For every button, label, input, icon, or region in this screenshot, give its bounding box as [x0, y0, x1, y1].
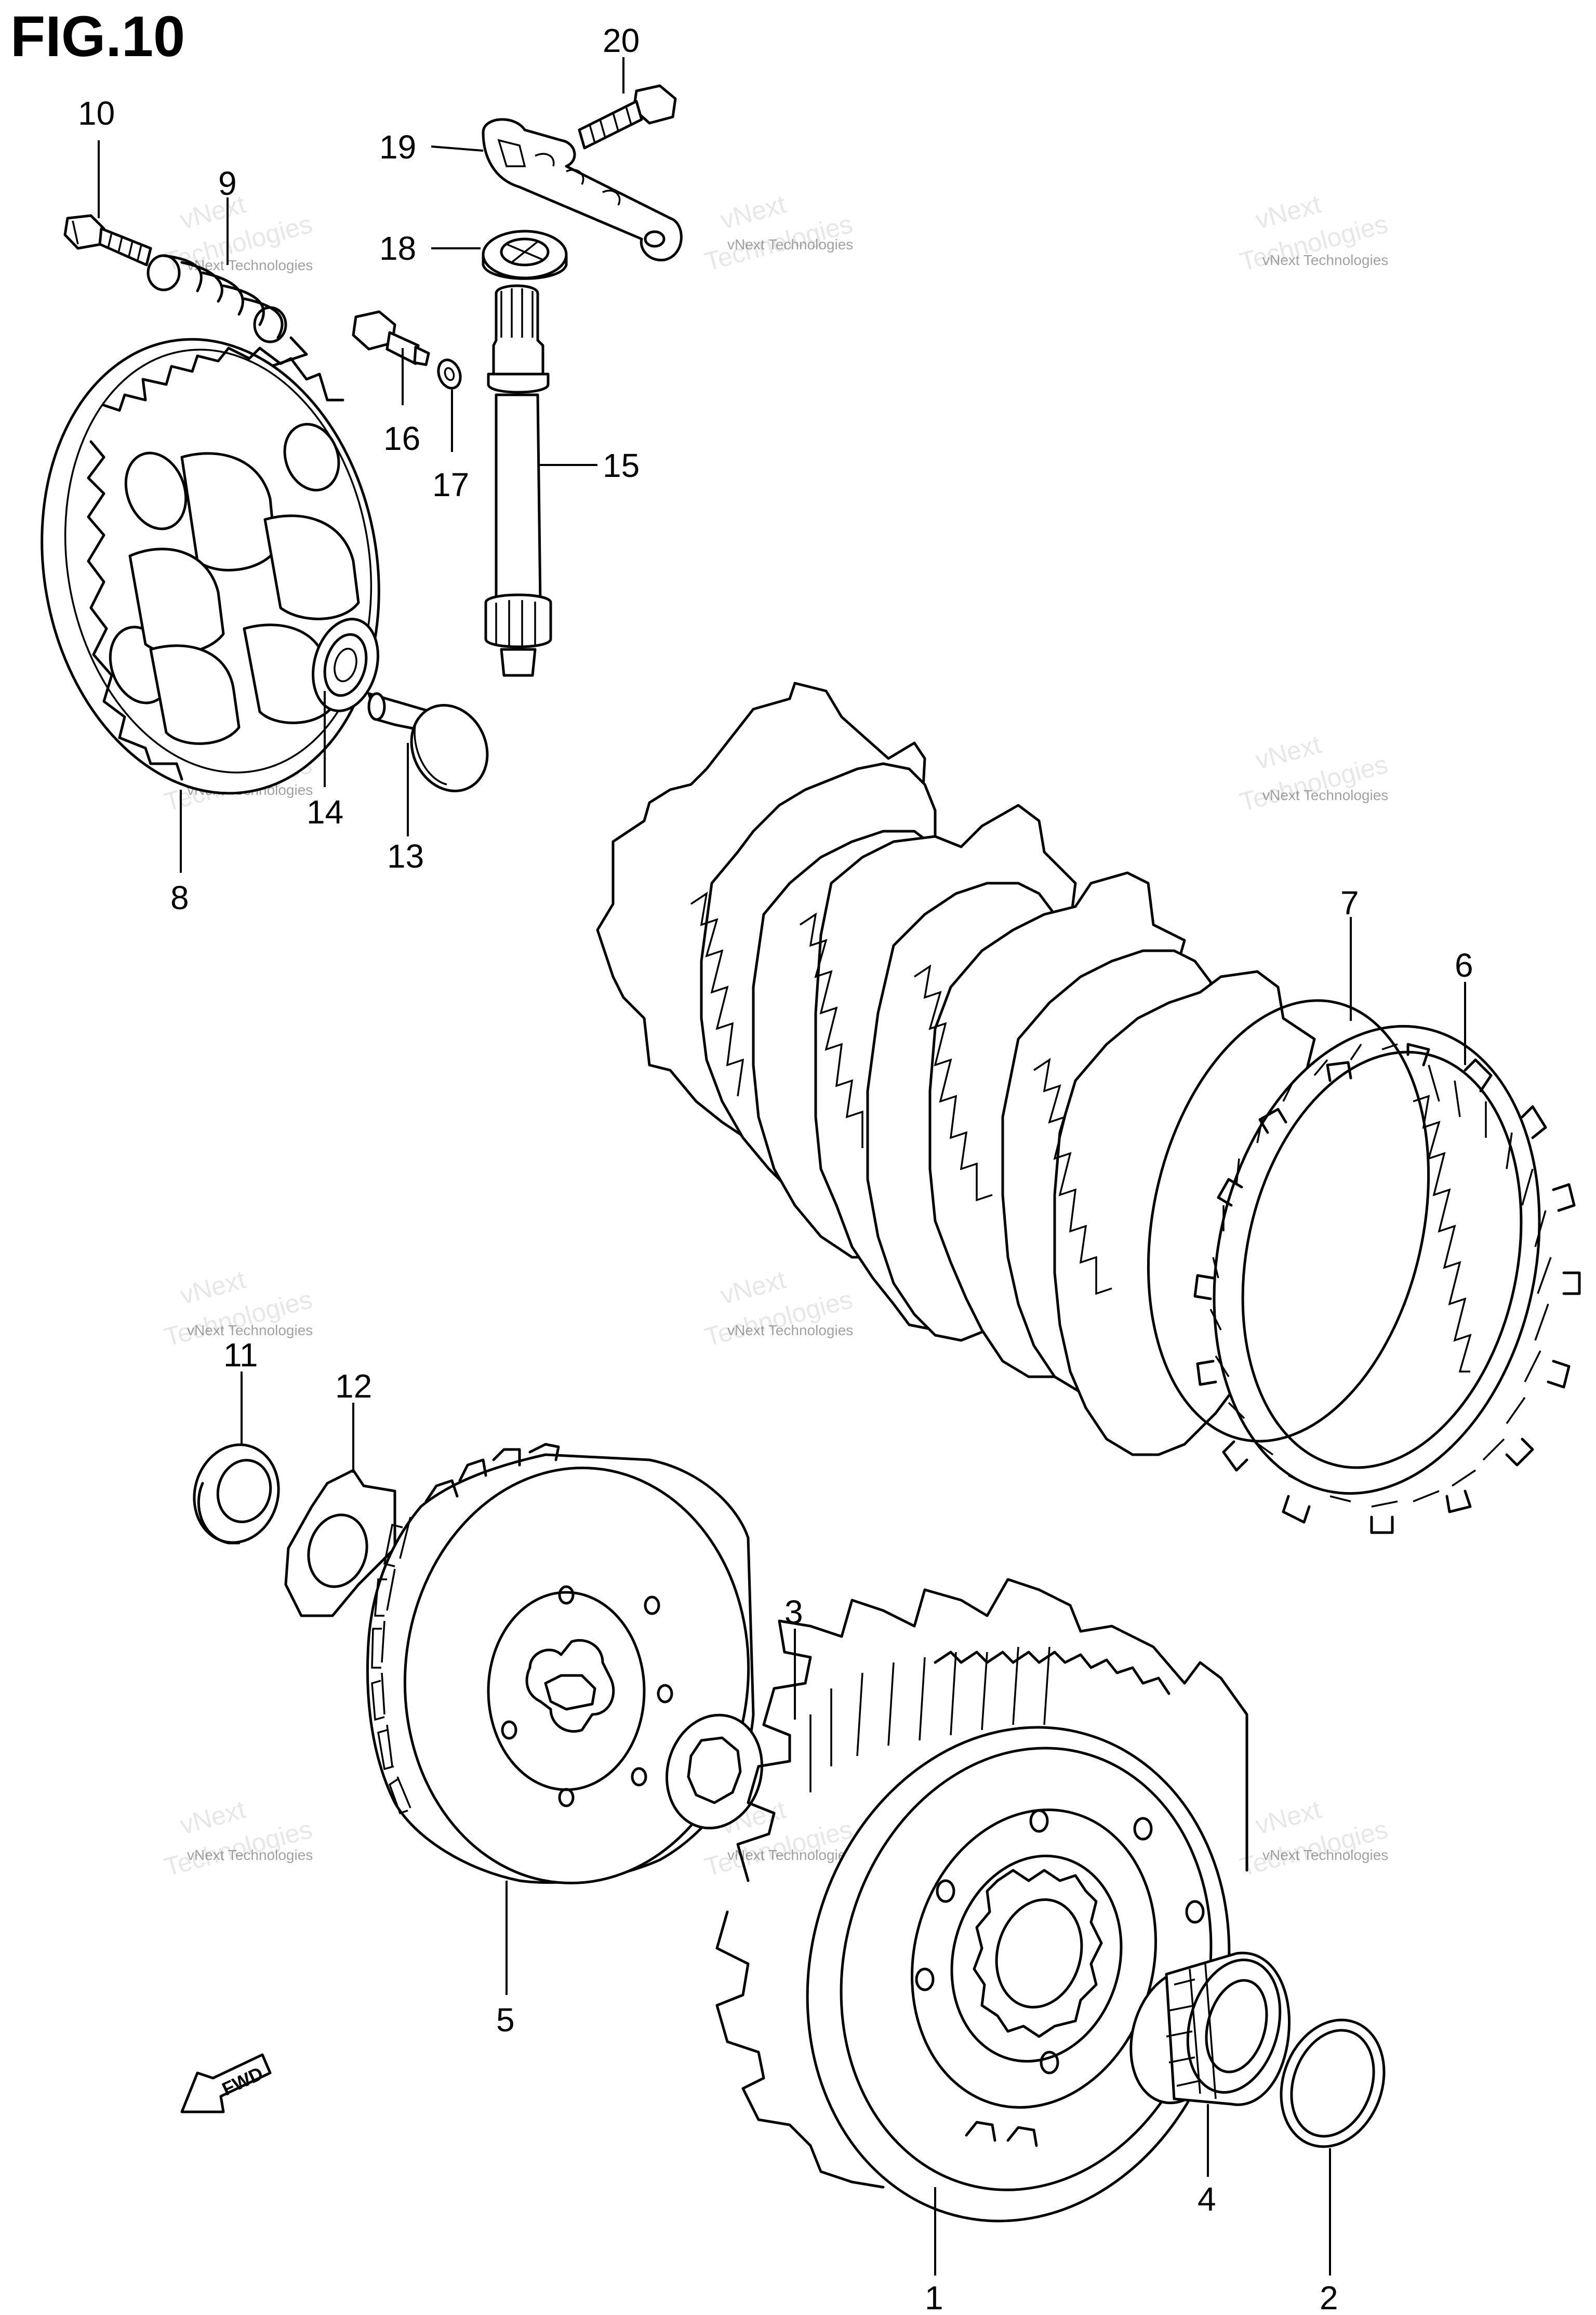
callout-2: 2	[1320, 2279, 1338, 2315]
watermark-text: vNext Technologies	[187, 1322, 313, 1338]
callout-12: 12	[335, 1367, 372, 1405]
callout-numbers: 20 19 18 15 16 17 10 9 14 13 8 7 6 11 12…	[78, 22, 1473, 2315]
part-release-arm	[482, 118, 683, 262]
forward-direction-arrow: FWD	[180, 2053, 272, 2113]
callout-11: 11	[223, 1336, 258, 1374]
watermark-text: vNext Technologies	[187, 1847, 313, 1863]
callout-15: 15	[603, 447, 640, 484]
watermark-text: vNext Technologies	[727, 1322, 853, 1338]
callout-7: 7	[1340, 884, 1359, 922]
callout-16: 16	[383, 420, 420, 457]
callout-4: 4	[1198, 2180, 1216, 2218]
part-release-shaft	[484, 284, 552, 677]
leader-lines	[98, 57, 1466, 2276]
watermark-text: vNext Technologies	[1262, 1847, 1388, 1863]
part-plate-stack	[596, 682, 1581, 1534]
watermark-text: vNext Technologies	[1262, 787, 1388, 803]
part-push-piece	[367, 692, 489, 793]
callout-20: 20	[603, 22, 640, 59]
callout-6: 6	[1455, 947, 1473, 984]
watermark-text: vNext Technologies	[1262, 252, 1388, 268]
callout-14: 14	[307, 793, 343, 831]
callout-5: 5	[496, 2001, 515, 2039]
part-thrust-washer	[1280, 2018, 1386, 2148]
part-hub-nut	[193, 1443, 280, 1545]
callout-1: 1	[925, 2279, 943, 2315]
part-lock-washer	[666, 1713, 763, 1830]
watermark-text: vNext Technologies	[727, 1847, 853, 1863]
part-arm-bolt	[578, 84, 677, 150]
part-needle-bearing	[1129, 1951, 1291, 2106]
part-screw	[352, 310, 430, 366]
figure-title: FIG.10	[10, 5, 185, 69]
part-oil-seal	[482, 230, 568, 280]
part-spring-bolt	[63, 214, 152, 267]
part-pressure-plate	[41, 338, 380, 795]
callout-17: 17	[432, 466, 469, 503]
callout-9: 9	[218, 165, 237, 202]
part-small-washer	[437, 358, 462, 390]
callout-3: 3	[784, 1593, 803, 1631]
watermark-text: vNext Technologies	[727, 236, 853, 252]
callout-19: 19	[379, 128, 416, 166]
callout-8: 8	[170, 879, 189, 916]
part-washer	[284, 1469, 396, 1617]
callout-18: 18	[379, 230, 416, 267]
part-clutch-sleeve-hub	[366, 1443, 755, 1885]
part-clutch-housing	[715, 1578, 1248, 2223]
callout-10: 10	[78, 95, 115, 132]
callout-13: 13	[387, 837, 424, 875]
